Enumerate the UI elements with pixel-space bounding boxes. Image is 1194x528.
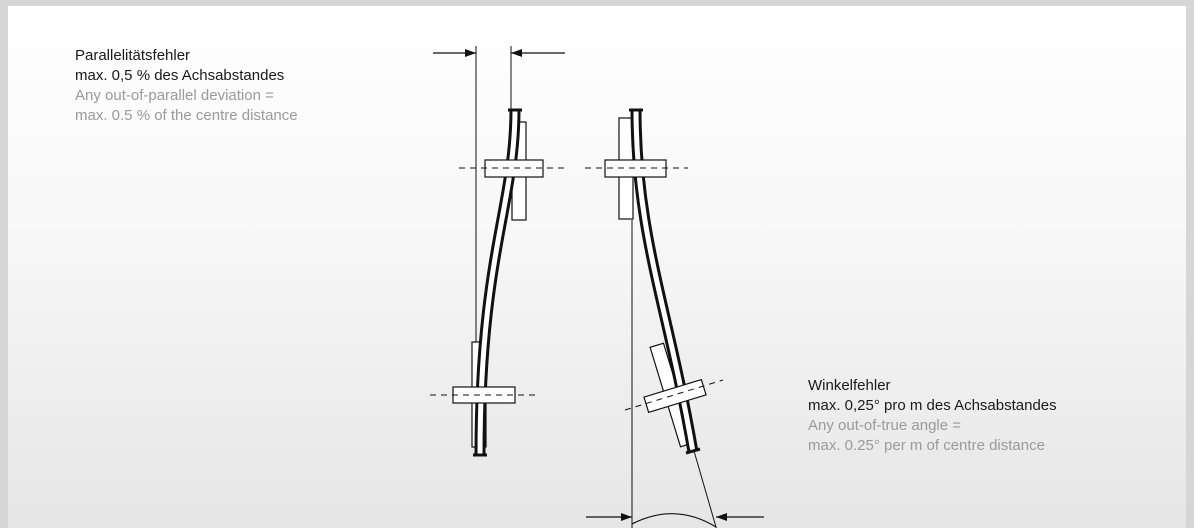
angle-caption-de-detail: max. 0,25° pro m des Achsabstandes — [808, 397, 1057, 414]
angular-misalignment-drawing — [585, 108, 764, 528]
parallel-misalignment-drawing — [430, 46, 568, 457]
angle-deviation-caption: Winkelfehler max. 0,25° pro m des Achsab… — [808, 376, 1057, 456]
parallel-arrowhead-left — [465, 49, 476, 57]
parallel-caption-de-detail: max. 0,5 % des Achsabstandes — [75, 67, 285, 84]
angular-lower-hub — [643, 378, 707, 414]
angle-caption-de-title: Winkelfehler — [808, 377, 891, 394]
parallel-caption-de-title: Parallelitätsfehler — [75, 47, 191, 64]
angular-arrowhead-left — [621, 513, 632, 521]
angular-arrowhead-right — [716, 513, 727, 521]
angular-chain-end-bottom — [685, 447, 701, 455]
parallel-deviation-caption: Parallelitätsfehler max. 0,5 % des Achsa… — [75, 46, 298, 126]
parallel-caption-en-detail: max. 0.5 % of the centre distance — [75, 107, 298, 124]
angle-caption-en-detail: max. 0.25° per m of centre distance — [808, 437, 1045, 454]
angular-reference-tilted-line — [693, 450, 717, 528]
angular-dimension-arc — [631, 513, 717, 528]
parallel-chain-band-inner — [477, 108, 518, 456]
misalignment-diagram — [430, 46, 764, 528]
parallel-caption-en-title: Any out-of-parallel deviation = — [75, 87, 274, 104]
parallel-lower-hub — [452, 386, 516, 404]
angular-dimension — [586, 513, 764, 528]
angle-caption-en-title: Any out-of-true angle = — [808, 417, 962, 434]
parallel-arrowhead-right — [511, 49, 522, 57]
